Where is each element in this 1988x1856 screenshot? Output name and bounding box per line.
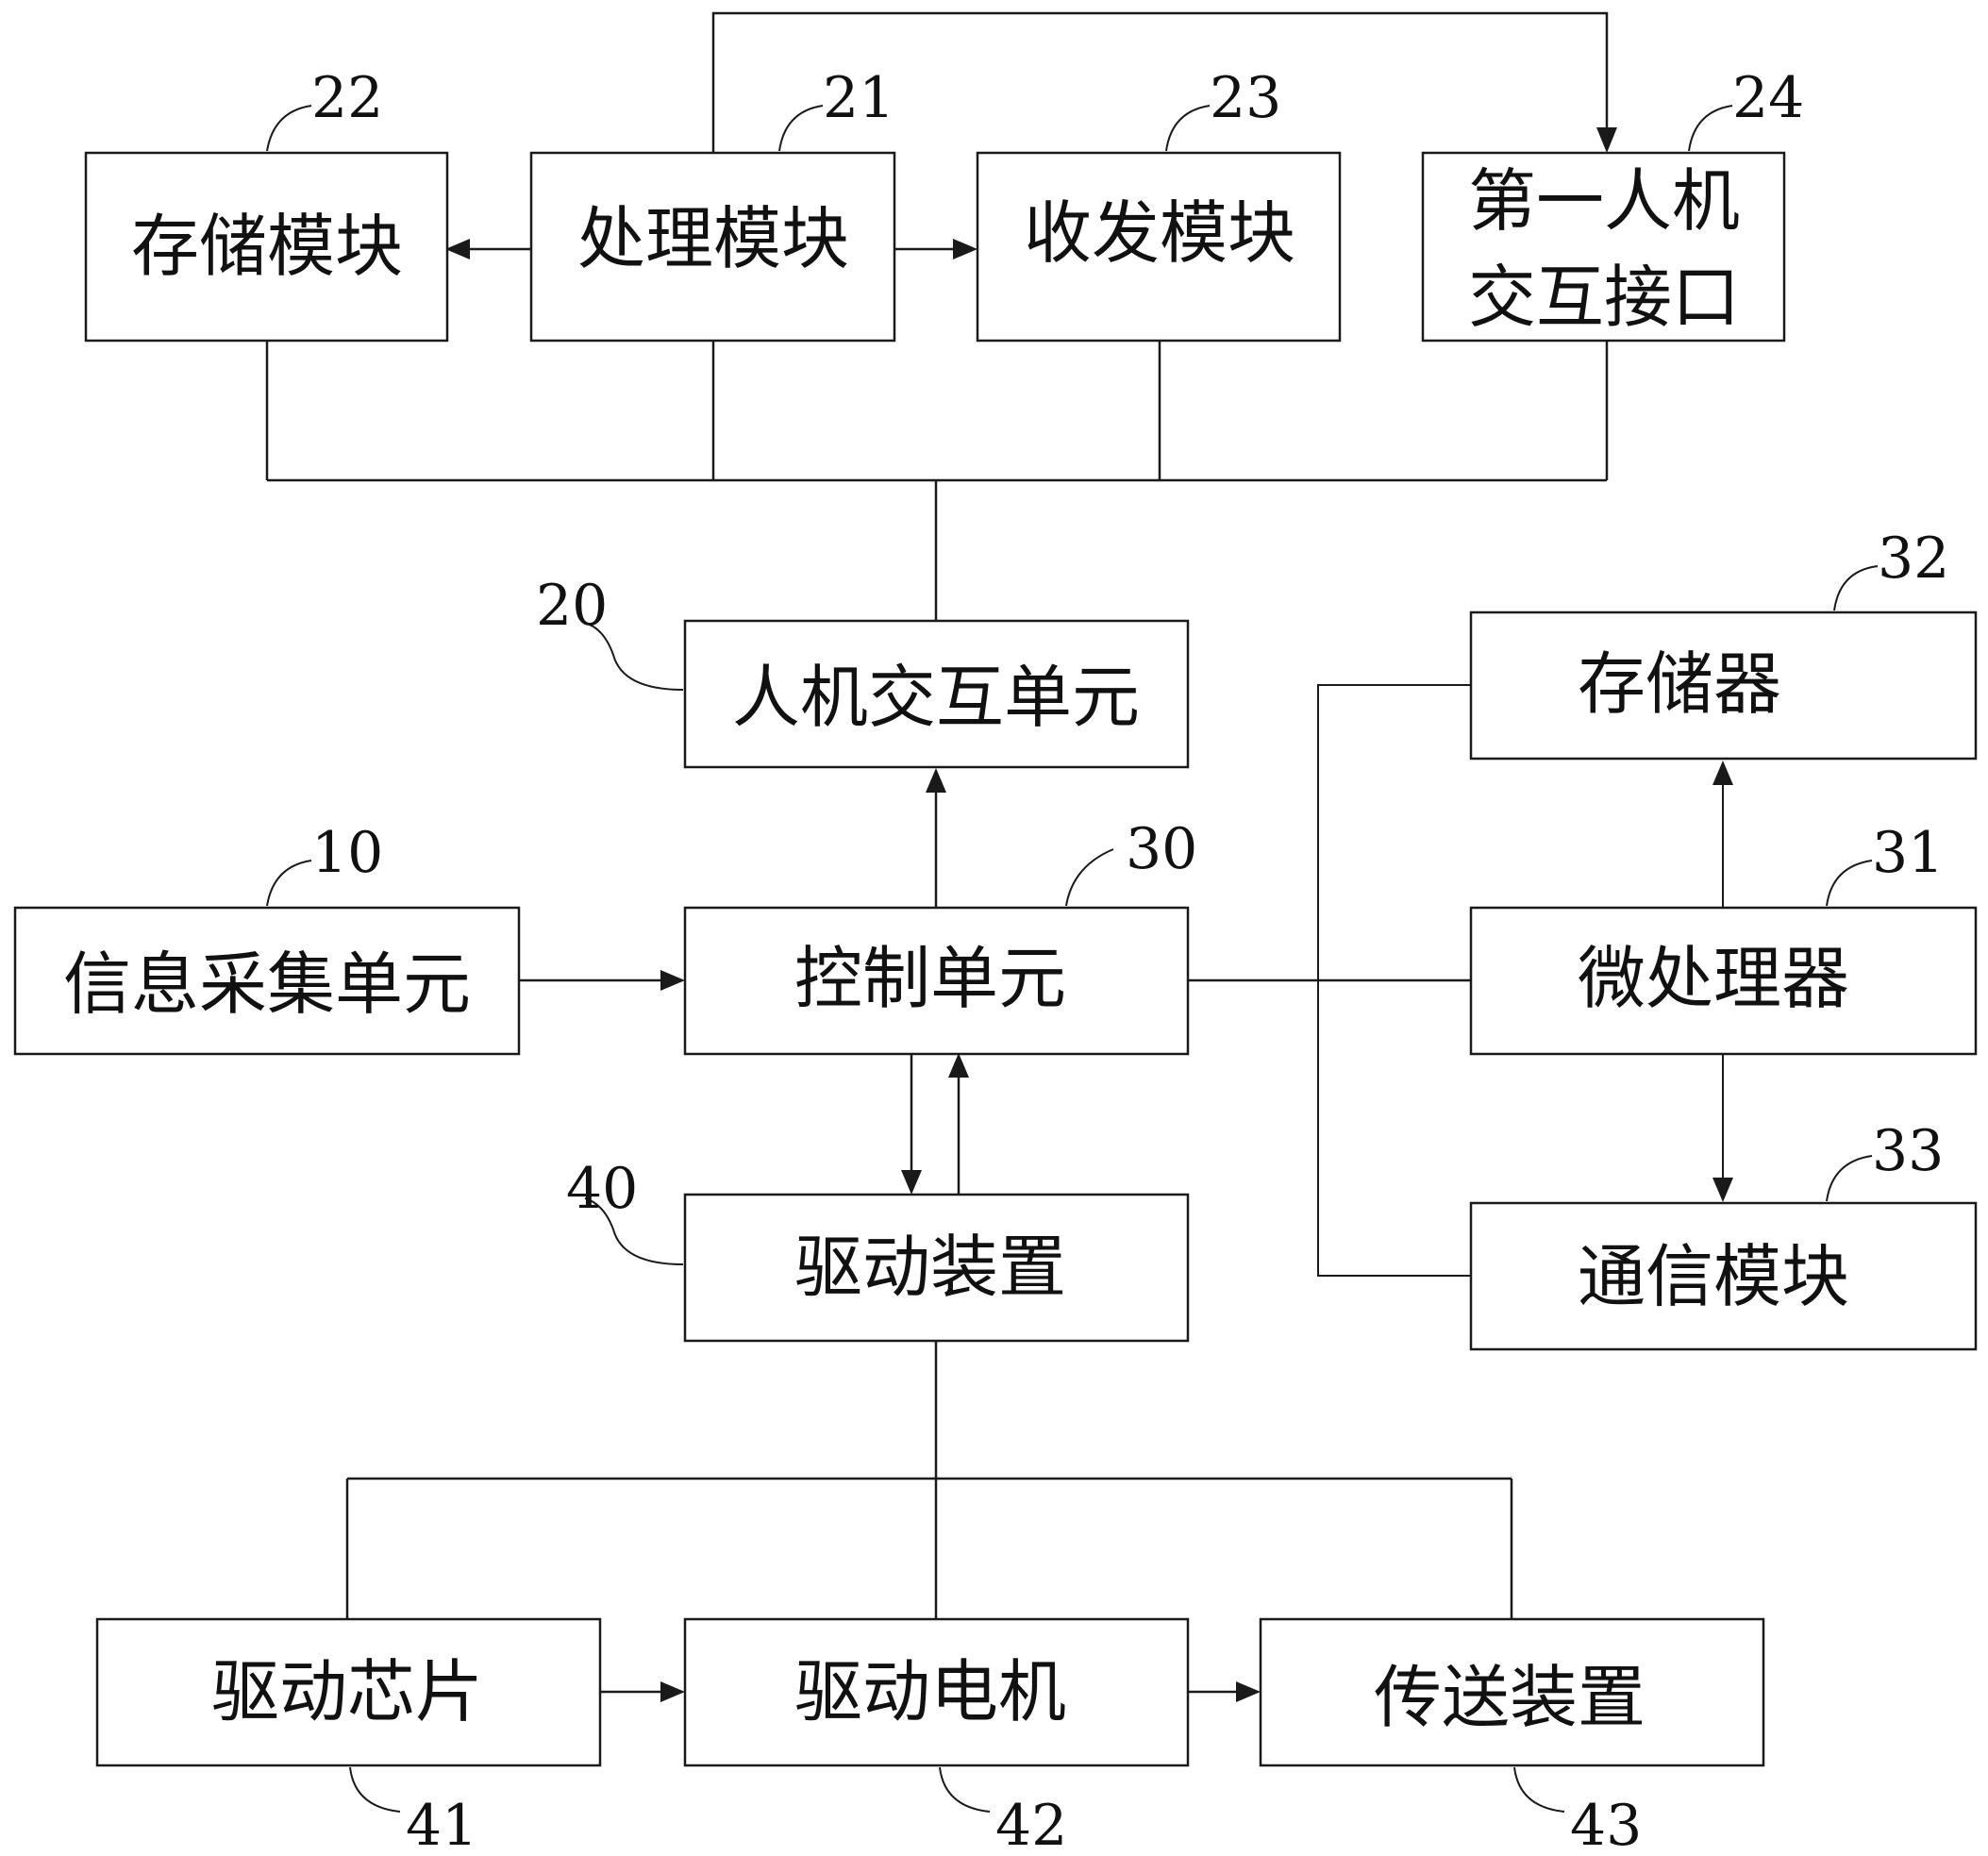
leader-21 [779, 106, 823, 151]
arrowhead-transfer [1236, 1681, 1261, 1702]
arrowhead-drive-device [901, 1170, 922, 1195]
ref-24: 24 [1732, 65, 1804, 131]
leader-32 [1834, 566, 1878, 610]
hmi-unit-label: 人机交互单元 [732, 658, 1140, 737]
microprocessor-label: 微处理器 [1578, 939, 1849, 1018]
ref-33: 33 [1872, 1118, 1944, 1184]
arrowhead-control-from-info [660, 970, 685, 991]
ref-43: 43 [1570, 1793, 1642, 1856]
comm-module-label: 通信模块 [1578, 1237, 1849, 1316]
storage-module-label: 存储模块 [131, 207, 403, 286]
leader-24 [1689, 106, 1732, 151]
arrowhead-hmi-interface [1596, 127, 1617, 153]
drive-chip-label: 驱动芯片 [211, 1652, 483, 1731]
processing-module-label: 处理模块 [577, 199, 849, 278]
arrowhead-storage [445, 239, 470, 259]
ref-40: 40 [566, 1156, 638, 1222]
leader-10 [267, 861, 311, 906]
hmi-interface-label-line2: 交互接口 [1468, 258, 1740, 337]
arrowhead-memory [1712, 761, 1733, 785]
leader-43 [1514, 1767, 1564, 1812]
arrowhead-hmi-unit [926, 768, 946, 793]
arrowhead-transceiver [953, 239, 977, 259]
drive-motor-label: 驱动电机 [794, 1652, 1066, 1731]
leader-23 [1166, 106, 1210, 151]
leader-33 [1827, 1156, 1872, 1201]
leader-30 [1066, 849, 1113, 906]
arrowhead-comm [1712, 1178, 1733, 1202]
hmi-interface-label-line1: 第一人机 [1468, 161, 1740, 241]
arrowhead-control-from-drive [948, 1053, 969, 1078]
transfer-device-label: 传送装置 [1374, 1658, 1646, 1737]
transceiver-module-label: 收发模块 [1024, 193, 1295, 273]
ref-10: 10 [311, 820, 383, 886]
leader-42 [940, 1767, 990, 1812]
ref-42: 42 [995, 1793, 1067, 1856]
ref-31: 31 [1872, 820, 1944, 886]
leader-31 [1827, 861, 1872, 906]
arrowhead-motor [660, 1681, 685, 1702]
memory-label: 存储器 [1578, 644, 1781, 724]
drive-device-label: 驱动装置 [794, 1228, 1066, 1307]
info-collection-label: 信息采集单元 [63, 945, 471, 1024]
control-unit-label: 控制单元 [794, 939, 1066, 1018]
ref-23: 23 [1210, 65, 1281, 131]
ref-21: 21 [823, 65, 894, 131]
ref-41: 41 [406, 1793, 477, 1856]
leader-41 [350, 1767, 400, 1812]
ref-32: 32 [1878, 526, 1949, 592]
ref-22: 22 [311, 65, 383, 131]
ref-20: 20 [536, 573, 608, 639]
ref-30: 30 [1126, 816, 1197, 882]
leader-22 [267, 106, 311, 151]
